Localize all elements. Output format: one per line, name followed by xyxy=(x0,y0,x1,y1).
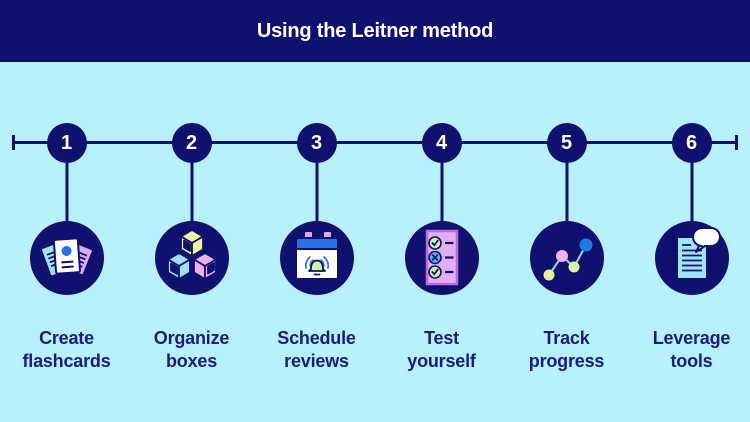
step-connector xyxy=(690,161,693,223)
step-label-line2: boxes xyxy=(165,351,218,371)
step-label-line2: tools xyxy=(670,351,713,371)
document-chat-icon xyxy=(675,227,721,280)
step-label-line1: Test xyxy=(424,328,459,348)
step-number-badge: 3 xyxy=(296,123,337,163)
step-label: Schedule reviews xyxy=(254,327,379,373)
step-label: Test yourself xyxy=(379,327,504,373)
step-icon-circle xyxy=(29,221,104,295)
step-number: 5 xyxy=(560,131,573,154)
step-number-badge: 6 xyxy=(671,123,712,163)
step-icon-circle xyxy=(654,221,729,295)
step-number: 3 xyxy=(310,131,323,154)
step-icon-circle xyxy=(404,221,479,295)
step-label-line1: Schedule xyxy=(277,328,356,348)
page-title: Using the Leitner method xyxy=(256,19,494,42)
checklist-icon xyxy=(425,229,458,286)
step-connector xyxy=(565,161,568,223)
step-number: 6 xyxy=(685,131,698,154)
step-label-line2: flashcards xyxy=(22,351,111,371)
step-number-badge: 5 xyxy=(546,123,587,163)
step-number: 2 xyxy=(185,131,198,154)
step-label-line1: Create xyxy=(39,328,94,348)
step-label-line1: Leverage xyxy=(652,328,731,348)
step-number-badge: 2 xyxy=(171,123,212,163)
step-number: 4 xyxy=(435,131,448,154)
step-connector xyxy=(315,161,318,223)
step-number-badge: 1 xyxy=(46,123,87,163)
progress-chart-icon xyxy=(543,238,592,281)
step-column-6: 6 Leverage tools xyxy=(629,0,750,422)
step-column-3: 3 Schedule reviews xyxy=(254,0,379,422)
step-label-line2: yourself xyxy=(407,351,476,371)
step-label-line2: reviews xyxy=(284,351,349,371)
step-number: 1 xyxy=(60,131,73,154)
step-label-line2: progress xyxy=(528,351,605,371)
step-label-line1: Organize xyxy=(153,328,230,348)
step-column-2: 2 Organize xyxy=(129,0,254,422)
step-connector xyxy=(65,161,68,223)
step-label: Create flashcards xyxy=(4,327,129,373)
step-column-4: 4 Test yourself xyxy=(379,0,504,422)
calendar-reminder-icon xyxy=(294,232,339,280)
step-column-1: 1 xyxy=(4,0,129,422)
timeline-end-tick xyxy=(735,135,738,150)
stacked-boxes-icon xyxy=(166,229,217,280)
step-connector xyxy=(440,161,443,223)
step-label: Leverage tools xyxy=(629,327,750,373)
step-icon-circle xyxy=(529,221,604,295)
step-label: Organize boxes xyxy=(129,327,254,373)
timeline-line xyxy=(13,141,737,144)
step-label: Track progress xyxy=(504,327,629,373)
step-icon-circle xyxy=(279,221,354,295)
step-icon-circle xyxy=(154,221,229,295)
step-column-5: 5 Track progress xyxy=(504,0,629,422)
step-label-line1: Track xyxy=(543,328,590,348)
step-number-badge: 4 xyxy=(421,123,462,163)
timeline-start-tick xyxy=(12,135,15,150)
header-bar: Using the Leitner method xyxy=(0,0,750,62)
step-connector xyxy=(190,161,193,223)
flashcards-icon xyxy=(39,237,94,278)
